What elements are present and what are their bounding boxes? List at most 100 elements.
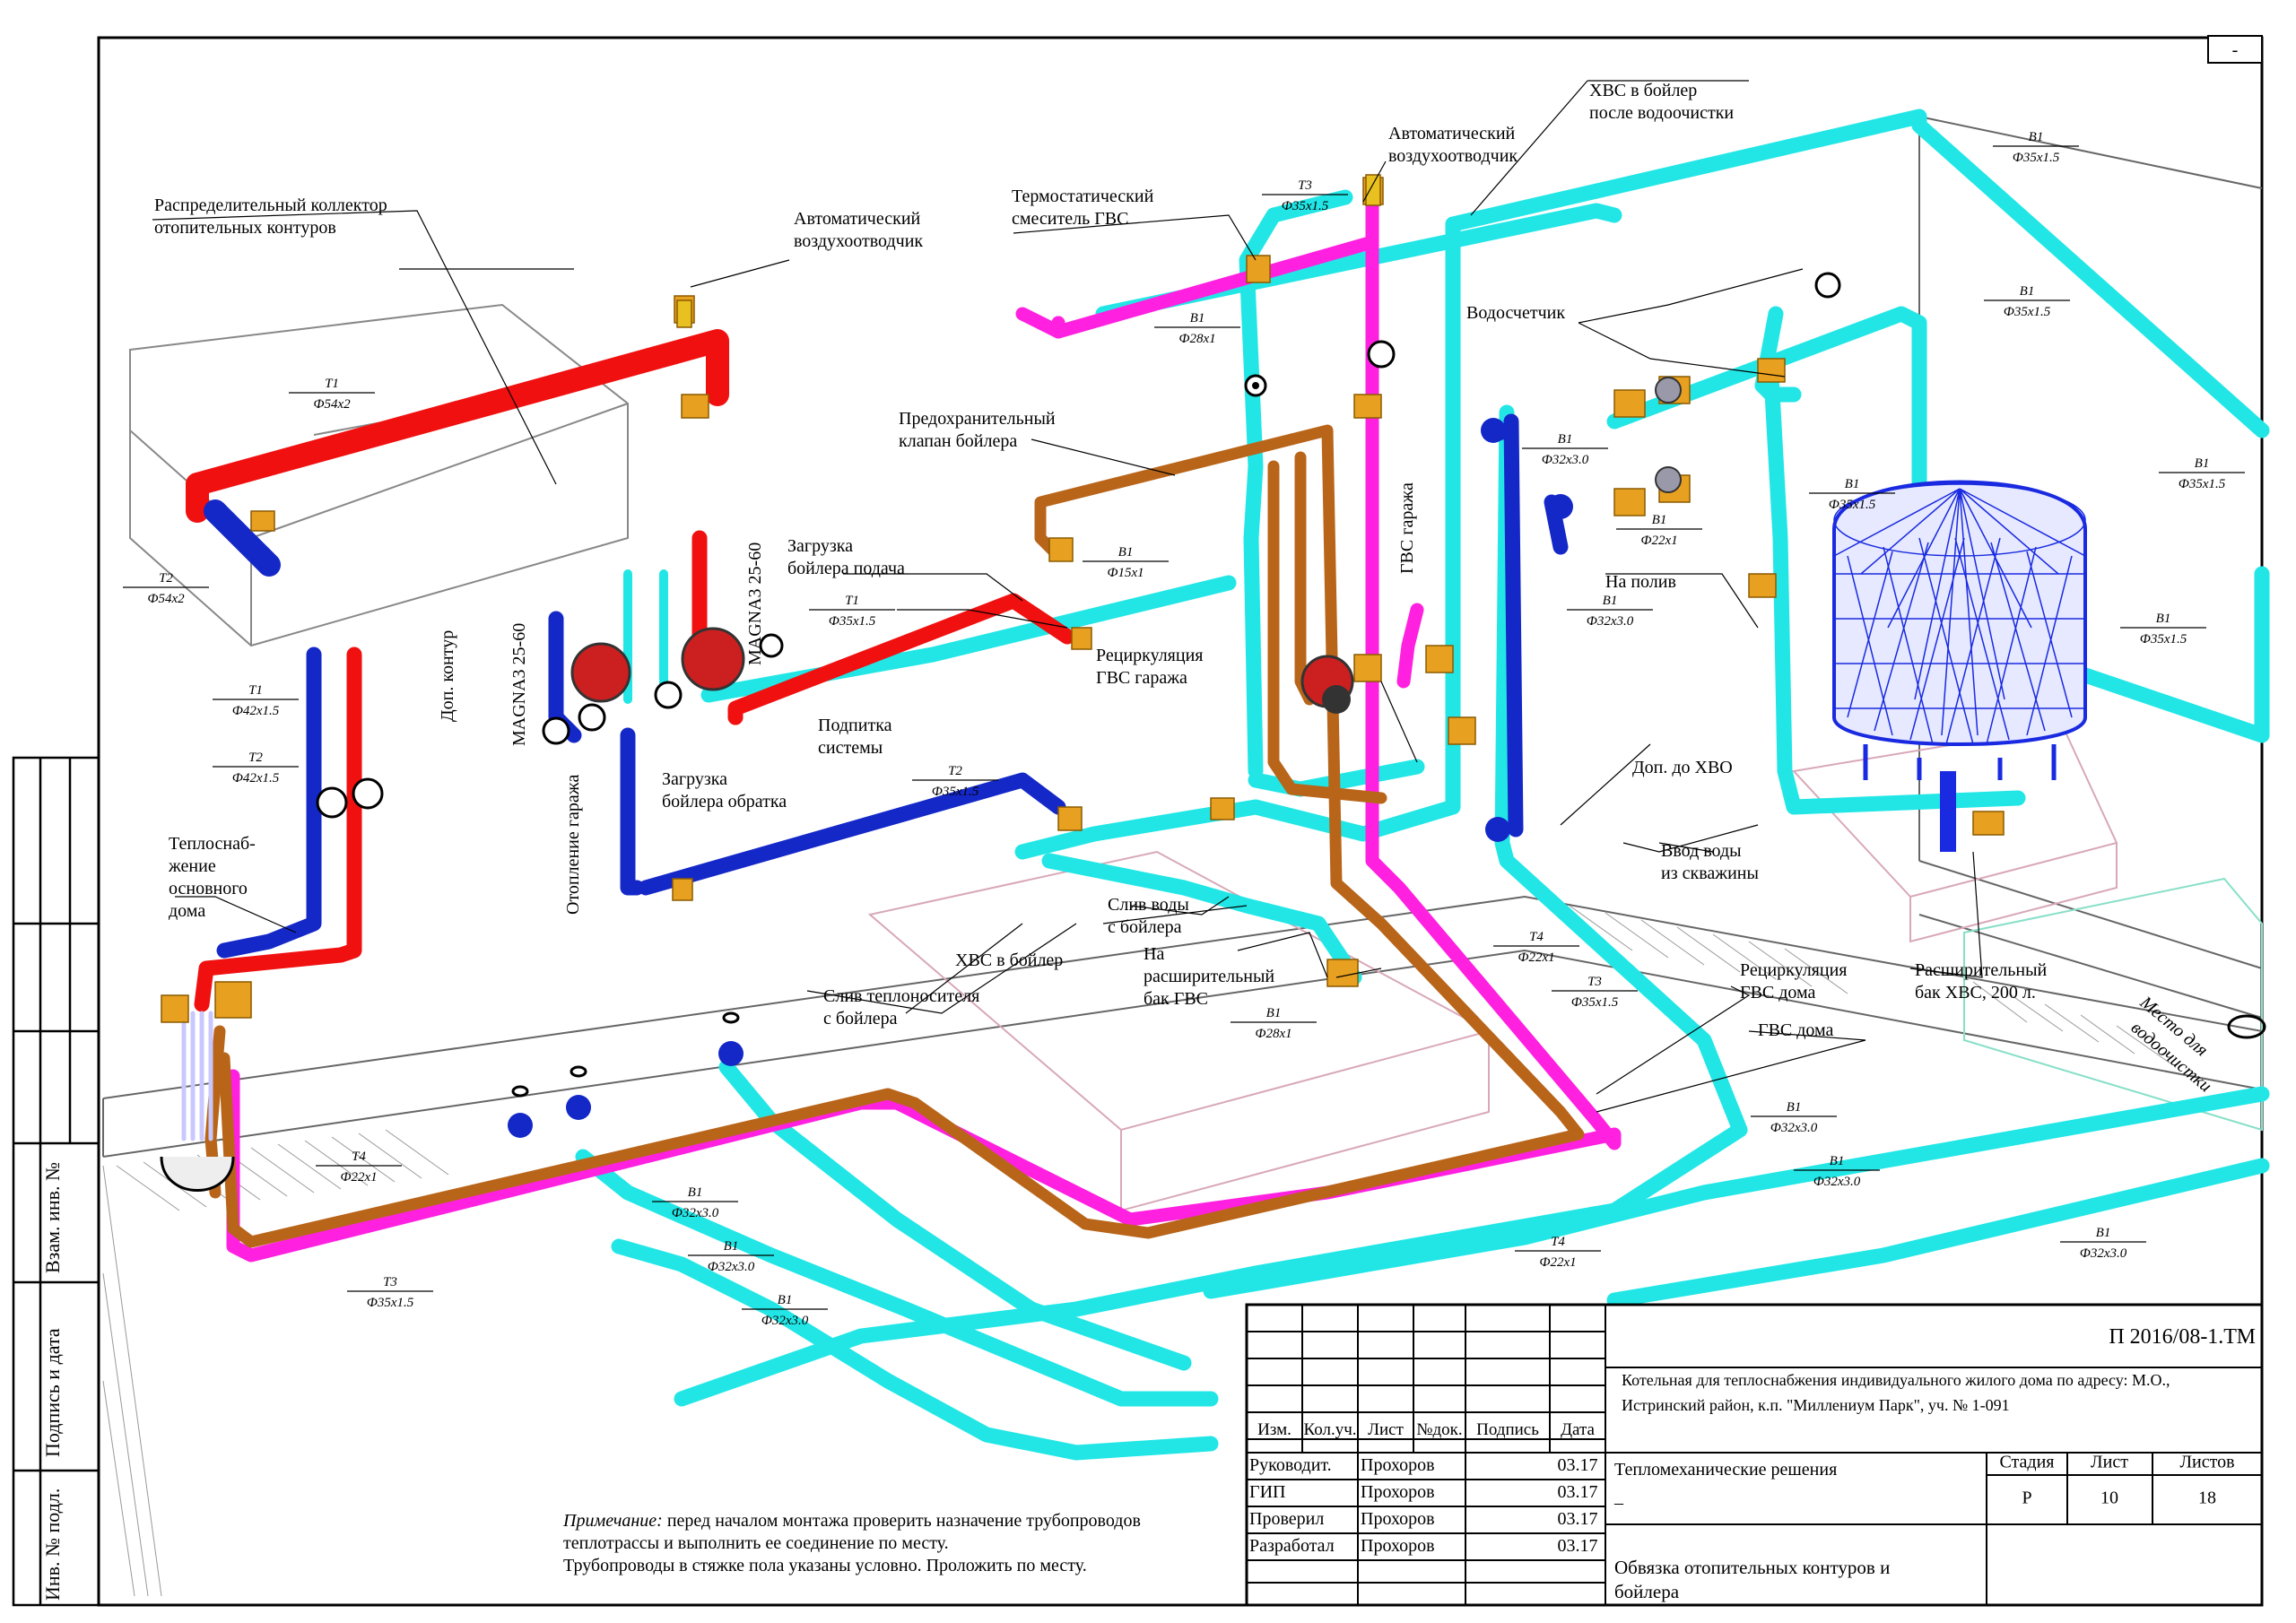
pipe-tag-size: Ф28x1 — [1255, 1027, 1292, 1041]
section-dash: – — [1613, 1493, 1624, 1513]
pipe-tag-name: T2 — [248, 751, 263, 765]
pipe-tag-size: Ф22x1 — [1640, 534, 1677, 548]
pipe-tag-name: B1 — [1652, 513, 1667, 527]
tb-name-1: Прохоров — [1361, 1482, 1435, 1502]
note-line-1: перед началом монтажа проверить назначен… — [663, 1511, 1141, 1531]
pipe-tag-name: B1 — [1266, 1006, 1282, 1020]
pipe-tags: T1Ф54x2T2Ф54x2T1Ф42x1.5T2Ф42x1.5T3Ф35x1.… — [123, 130, 2245, 1328]
tb-name-3: Прохоров — [1361, 1536, 1435, 1556]
label-dop-hvo: Доп. до ХВО — [1632, 758, 1733, 777]
side-stamp-vzam: Взам. инв. № — [41, 1162, 64, 1273]
label-thermo-mixer-2: смеситель ГВС — [1012, 209, 1128, 229]
pipe-tag-name: T1 — [845, 594, 859, 608]
note-line-3: Трубопроводы в стяжке пола указаны услов… — [563, 1556, 1087, 1575]
label-safety-valve-2: клапан бойлера — [899, 431, 1017, 451]
pipe-tag-size: Ф15x1 — [1107, 566, 1144, 580]
side-stamp-inv: Инв. № подл. — [41, 1488, 64, 1601]
return-pipes — [204, 499, 281, 577]
pipe-tag-size: Ф35x1.5 — [1282, 199, 1329, 213]
project-line-2: Истринский район, к.п. "Миллениум Парк",… — [1622, 1396, 2010, 1414]
stage-header: Стадия — [1999, 1453, 2054, 1472]
tb-header-0: Изм. — [1257, 1420, 1292, 1439]
label-to-exp-tank-1: На — [1144, 944, 1164, 964]
pipe-tag-size: Ф35x1.5 — [1571, 995, 1619, 1010]
label-coolant-drain-1: Слив теплоносителя — [823, 986, 979, 1006]
pipe-tag-name: B1 — [778, 1293, 793, 1307]
pipe-tag-name: B1 — [1118, 545, 1134, 560]
tb-role-0: Руководит. — [1249, 1455, 1332, 1475]
label-collector-1: Распределительный коллектор — [154, 195, 387, 215]
tb-role-3: Разработал — [1249, 1536, 1335, 1556]
pipe-tag-name: B1 — [2096, 1226, 2111, 1240]
note-block: Примечание: перед началом монтажа провер… — [562, 1511, 1141, 1575]
label-garage-heating: Отопление гаража — [563, 774, 583, 915]
label-gvs-house: ГВС дома — [1758, 1020, 1834, 1040]
riser-base — [160, 1156, 235, 1192]
tb-date-2: 03.17 — [1558, 1509, 1598, 1529]
side-stamp-podpis: Подпись и дата — [41, 1328, 64, 1457]
label-to-exp-tank-2: расширительный — [1144, 967, 1274, 986]
label-watering: На полив — [1605, 572, 1676, 592]
pipe-tag-size: Ф42x1.5 — [232, 704, 280, 718]
label-air-vent-left-1: Автоматический — [794, 209, 921, 229]
label-air-vent-right-1: Автоматический — [1388, 124, 1516, 143]
pipe-tag-name: T2 — [159, 571, 173, 586]
pipe-tag-size: Ф35x1.5 — [829, 614, 876, 629]
label-thermo-mixer-1: Термостатический — [1012, 187, 1154, 206]
label-air-vent-left-2: воздухоотводчик — [794, 231, 923, 251]
tb-role-2: Проверил — [1249, 1509, 1324, 1529]
tb-date-1: 03.17 — [1558, 1482, 1598, 1502]
label-water-meter: Водосчетчик — [1466, 303, 1565, 323]
pipe-tag-size: Ф32x3.0 — [2080, 1246, 2127, 1261]
label-magna-2: MAGNA3 25-60 — [745, 542, 765, 665]
pipe-tag-name: B1 — [1845, 477, 1860, 491]
pipe-tag-name: T4 — [352, 1150, 366, 1164]
hot-water-pipes — [226, 190, 1622, 1263]
label-boiler-drain-2: с бойлера — [1108, 917, 1182, 937]
pipe-tag-name: B1 — [1558, 432, 1573, 447]
label-boiler-load-supply-1: Загрузка — [787, 536, 853, 556]
label-heat-supply-2: жение — [168, 856, 216, 876]
pipe-tag-name: T1 — [325, 377, 339, 391]
label-hvs-boiler: ХВС в бойлер — [955, 950, 1063, 970]
label-magna-1: MAGNA3 25-60 — [509, 623, 529, 746]
side-stamp — [12, 756, 100, 1607]
label-system-makeup-2: системы — [818, 738, 883, 758]
note-line-2: теплотрассы и выполнить ее соединение по… — [563, 1533, 949, 1553]
label-heat-supply-4: дома — [169, 901, 205, 921]
tb-header-3: №док. — [1416, 1420, 1462, 1439]
pipe-tag-size: Ф22x1 — [1539, 1255, 1576, 1270]
label-cold-water-boiler-2: после водоочистки — [1589, 103, 1734, 123]
doc-code: П 2016/08-1.ТМ — [2109, 1325, 2256, 1349]
pipe-tag-name: B1 — [688, 1185, 703, 1200]
tb-header-5: Дата — [1561, 1420, 1595, 1439]
sheet-header: Лист — [2091, 1453, 2128, 1472]
sheets-value: 18 — [2198, 1488, 2216, 1508]
pipe-tag-size: Ф32x3.0 — [1813, 1175, 1861, 1189]
tb-name-2: Прохоров — [1361, 1509, 1435, 1529]
pipe-tag-name: B1 — [724, 1239, 739, 1254]
pipe-tag-name: T1 — [248, 683, 263, 698]
expansion-tank — [1832, 480, 2087, 852]
tb-date-0: 03.17 — [1558, 1455, 1598, 1475]
label-air-vent-right-2: воздухоотводчик — [1388, 146, 1518, 166]
label-heat-supply-3: основного — [169, 879, 248, 898]
title-block: П 2016/08-1.ТМ Котельная для теплоснабже… — [1245, 1303, 2264, 1607]
pipe-tag-name: B1 — [2020, 284, 2035, 299]
